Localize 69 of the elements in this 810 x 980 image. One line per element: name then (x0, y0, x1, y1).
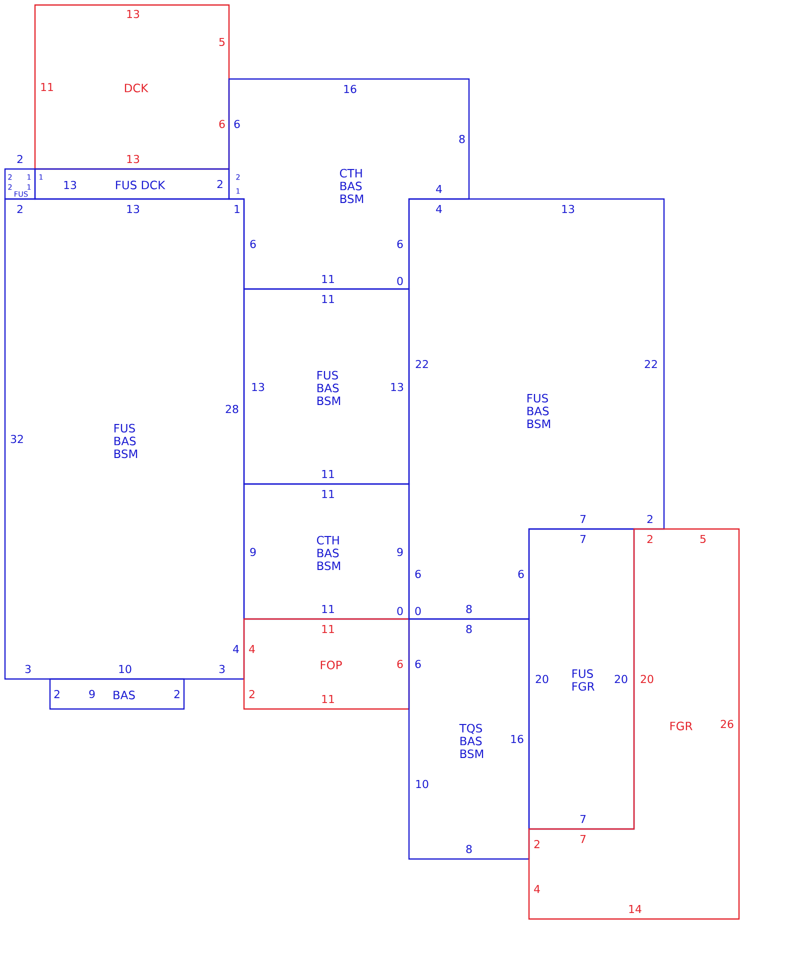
dimension-label: 3 (219, 664, 225, 674)
dimension-label: 6 (234, 120, 240, 128)
dimension-label: 7 (580, 515, 586, 523)
dimension-label: 14 (629, 905, 642, 913)
dimension-label: 6 (397, 240, 403, 248)
dimension-label: 11 (322, 695, 334, 703)
dimension-label: 6 (415, 660, 421, 668)
dimension-label: 6 (250, 240, 256, 248)
dimension-label: 11 (322, 490, 334, 498)
dimension-label: 2 (17, 204, 22, 214)
dimension-label: 13 (127, 204, 140, 214)
dimension-label: 10 (416, 780, 428, 788)
dimension-label: 8 (466, 624, 472, 634)
dimension-label: 6 (219, 120, 225, 128)
dimension-label: 20 (614, 674, 628, 684)
dimension-label: 6 (518, 570, 524, 578)
dimension-label: 1 (234, 205, 240, 213)
dimension-label: 7 (580, 535, 586, 543)
dimension-label: 8 (466, 844, 472, 854)
dimension-label: 11 (322, 275, 334, 283)
dimension-label: 2 (647, 514, 652, 524)
dimension-label: 6 (415, 570, 421, 578)
dimension-label: 0 (397, 276, 403, 286)
dimension-label: 13 (252, 382, 264, 392)
dimension-label: 4 (436, 185, 442, 193)
dimension-label: 11 (322, 295, 334, 303)
dimension-label: 11 (41, 83, 53, 91)
dimension-label: 11 (322, 625, 334, 633)
dimension-label: 32 (10, 434, 23, 444)
dimension-label: 2 (217, 180, 222, 188)
dimension-label: 9 (397, 548, 403, 556)
dimension-label: 13 (391, 382, 404, 392)
dimension-label: 0 (415, 606, 421, 616)
dimension-label: 5 (219, 38, 225, 46)
dimension-label: 4 (233, 645, 239, 653)
dimension-label: 4 (249, 645, 255, 653)
dimension-label: 22 (644, 360, 657, 368)
dimension-label: 20 (536, 674, 548, 684)
dimension-label: 26 (720, 720, 734, 728)
dimension-label: 0 (397, 606, 403, 616)
dimension-label: 3 (25, 664, 31, 674)
dimension-label: 13 (64, 180, 76, 190)
dimension-label: 7 (580, 815, 586, 823)
dimension-label: 6 (397, 660, 403, 668)
dimension-label: 8 (459, 134, 465, 144)
dimension-label: 11 (322, 470, 334, 478)
dimension-label: 5 (700, 534, 706, 544)
dimension-label: 16 (511, 734, 524, 744)
dimension-label: 4 (436, 205, 442, 213)
dimension-label: 2 (17, 154, 22, 164)
dimension-label: 9 (250, 548, 256, 556)
dimension-label: 4 (534, 885, 540, 893)
dimension-label: 13 (562, 204, 574, 214)
dimension-label: 7 (580, 835, 586, 843)
dimension-label: 2 (174, 690, 180, 698)
dimension-label: 2 (54, 690, 60, 698)
dimension-label: 22 (416, 360, 428, 368)
dimension-label: 13 (127, 154, 140, 164)
dimension-label: 20 (640, 674, 654, 684)
dimension-label: 13 (127, 10, 140, 18)
dimension-label: 16 (344, 84, 356, 94)
dimension-label: 10 (119, 664, 132, 674)
dimension-label: 9 (89, 690, 95, 698)
dimension-label: 11 (322, 605, 334, 613)
dimension-label: 2 (647, 534, 652, 544)
dimension-label: 2 (534, 840, 540, 848)
dimension-label: 2 (249, 690, 254, 698)
dimension-label: 28 (226, 404, 238, 414)
dimension-label: 8 (466, 604, 472, 614)
